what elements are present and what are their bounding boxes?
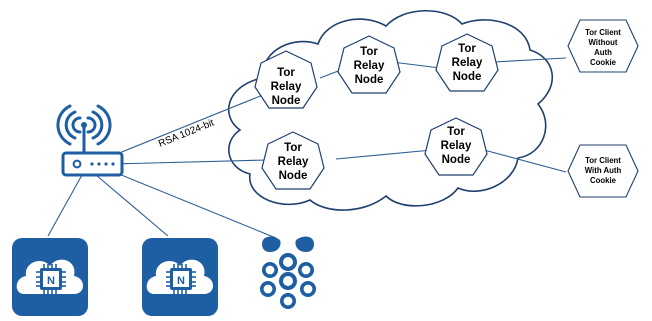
link-relay-3-client-a — [493, 57, 567, 63]
link-relay-2-3 — [391, 61, 441, 69]
client-a-label-line2: Without — [589, 38, 618, 47]
client-b-label-line3: Cookie — [590, 176, 617, 185]
link-router-raspberry — [113, 171, 277, 239]
relay-node-label-line2: Relay — [441, 140, 472, 152]
relay-node-label-line1: Tor — [360, 46, 378, 58]
iot-cloud-chip-icon: N — [142, 238, 218, 316]
link-relay-4-5 — [335, 149, 433, 160]
raspberry-pi-icon — [260, 236, 316, 309]
relay-node-label-line2: Relay — [271, 81, 302, 93]
link-router-iot-2 — [95, 174, 169, 237]
client-a-label-line1: Tor Client — [585, 28, 621, 37]
connection-lines — [47, 57, 567, 239]
link-router-relay-1 — [101, 85, 286, 161]
relay-node-label-line3: Node — [453, 71, 482, 83]
link-router-relay-4 — [111, 159, 269, 165]
link-router-iot-1 — [47, 174, 83, 237]
chip-letter: N — [177, 275, 185, 287]
link-relay-5-client-b — [483, 149, 567, 173]
relay-node-label-line3: Node — [272, 95, 301, 107]
client-b-label-line2: With Auth — [585, 166, 622, 175]
relay-node-label-line2: Relay — [278, 156, 309, 168]
relay-node-label-line1: Tor — [458, 43, 476, 55]
tor-client-with-auth-cookie: Tor Client With Auth Cookie — [567, 144, 639, 198]
client-a-label-line3: Auth — [594, 48, 612, 57]
client-a-label-line4: Cookie — [590, 58, 617, 67]
relay-node-label-line2: Relay — [452, 57, 483, 69]
relay-node-1: Tor Relay Node — [254, 50, 318, 109]
relay-node-label-line3: Node — [355, 74, 384, 86]
tor-client-without-auth-cookie: Tor Client Without Auth Cookie — [567, 19, 639, 73]
relay-node-label-line1: Tor — [284, 142, 302, 154]
relay-node-4: Tor Relay Node — [261, 131, 325, 190]
relay-node-5: Tor Relay Node — [424, 117, 488, 176]
iot-cloud-chip-icon: N — [12, 238, 88, 316]
relay-node-label-line3: Node — [279, 170, 308, 182]
relay-node-label-line1: Tor — [447, 126, 465, 138]
relay-node-2: Tor Relay Node — [337, 35, 401, 94]
client-b-label-line1: Tor Client — [585, 156, 621, 165]
relay-node-label-line1: Tor — [277, 67, 295, 79]
relay-node-label-line3: Node — [442, 154, 471, 166]
relay-node-3: Tor Relay Node — [435, 33, 499, 92]
relay-node-label-line2: Relay — [354, 60, 385, 72]
router-icon — [56, 104, 124, 177]
chip-letter: N — [47, 275, 55, 287]
